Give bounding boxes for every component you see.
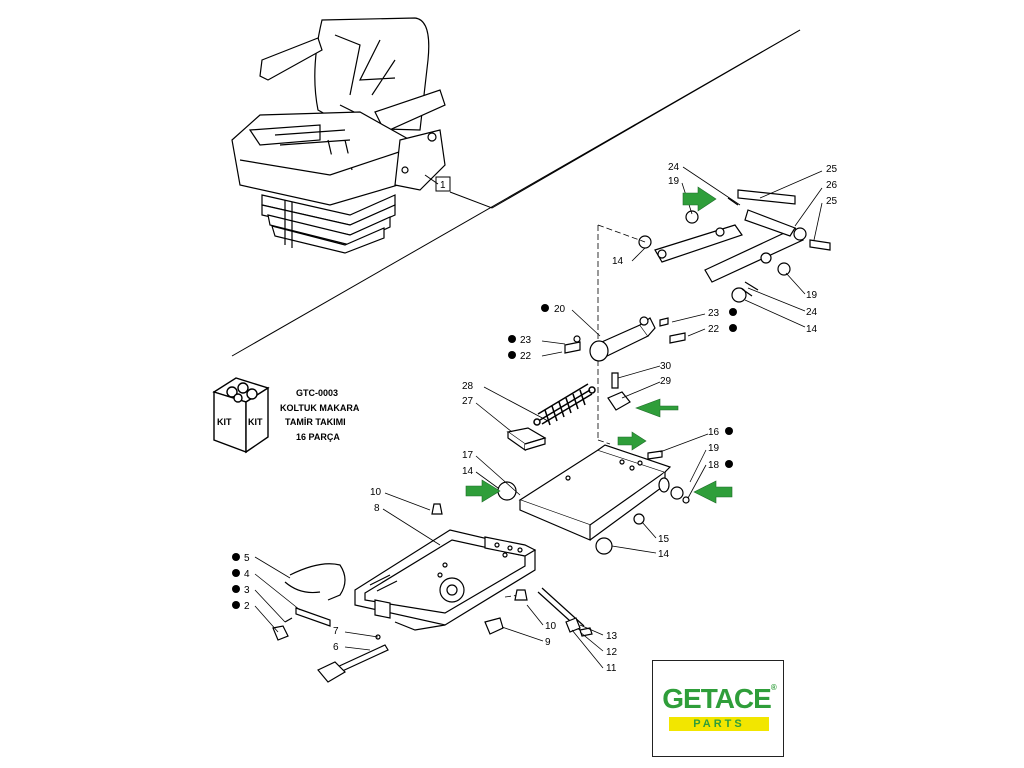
arrow-icon: [617, 431, 647, 451]
callout-22: 22: [520, 351, 532, 362]
callout-2: 2: [244, 601, 250, 612]
callout-19: 19: [708, 443, 720, 454]
callout-25: 25: [826, 196, 838, 207]
kit-line-3: 16 PARÇA: [296, 432, 340, 442]
callout-1: 1: [440, 180, 446, 191]
callout-14: 14: [658, 549, 670, 560]
arrow-icon: [465, 479, 501, 503]
kit-badge-right: KIT: [248, 417, 263, 427]
getace-logo: GETACE® PARTS: [652, 660, 784, 757]
damper: [564, 316, 686, 362]
callout-15: 15: [658, 534, 670, 545]
callout-28: 28: [462, 381, 474, 392]
callout-25: 25: [826, 164, 838, 175]
carriage: [497, 444, 690, 555]
callout-14: 14: [806, 324, 818, 335]
cable: [272, 563, 346, 641]
leader-lines: [254, 166, 823, 669]
callout-14: 14: [462, 466, 474, 477]
callout-10: 10: [370, 487, 382, 498]
arrow-icon: [693, 480, 733, 504]
callout-11: 11: [606, 663, 617, 674]
logo-subtitle: PARTS: [669, 717, 769, 731]
callout-29: 29: [660, 376, 672, 387]
arrow-icon: [682, 186, 717, 212]
callout-labels: 24 19 25 26 25 14 19 24 14 20 23 22 23 2…: [244, 162, 838, 674]
kit-box-icon: [212, 377, 270, 454]
callout-30: 30: [660, 361, 672, 372]
callout-27: 27: [462, 396, 474, 407]
callout-5: 5: [244, 553, 250, 564]
callout-24: 24: [668, 162, 680, 173]
callout-14: 14: [612, 256, 624, 267]
registered-mark: ®: [770, 683, 777, 692]
callout-3: 3: [244, 585, 250, 596]
seat-illustration: [231, 17, 446, 254]
kit-line-2: TAMİR TAKIMI: [285, 417, 346, 427]
callout-19: 19: [668, 176, 680, 187]
kit-line-1: KOLTUK MAKARA: [280, 403, 360, 413]
callout-18: 18: [708, 460, 720, 471]
callout-23: 23: [708, 308, 720, 319]
callout-12: 12: [606, 647, 618, 658]
highlight-arrows: [465, 186, 733, 504]
callout-19: 19: [806, 290, 818, 301]
callout-10: 10: [545, 621, 557, 632]
callout-26: 26: [826, 180, 838, 191]
logo-wordmark: GETACE®: [661, 683, 777, 715]
callout-13: 13: [606, 631, 618, 642]
callout-22: 22: [708, 324, 720, 335]
callout-8: 8: [374, 503, 380, 514]
base-frame: [354, 503, 593, 637]
logo-main-text: GETACE: [662, 683, 772, 714]
callout-7: 7: [333, 626, 339, 637]
kit-badge-left: KIT: [217, 417, 232, 427]
screw-and-nut: [607, 372, 631, 411]
callout-9: 9: [545, 637, 551, 648]
arrow-icon: [635, 398, 679, 418]
callout-6: 6: [333, 642, 339, 653]
slider-plate: [506, 427, 547, 452]
callout-16: 16: [708, 427, 720, 438]
bullets: [232, 304, 737, 609]
leader-1: [424, 29, 801, 209]
callout-17: 17: [462, 450, 474, 461]
scissor-arm: [638, 189, 831, 303]
kit-code: GTC-0003: [296, 388, 338, 398]
spring: [533, 383, 596, 426]
callout-23: 23: [520, 335, 532, 346]
lever-handle: [317, 634, 389, 683]
callout-4: 4: [244, 569, 250, 580]
callout-24: 24: [806, 307, 818, 318]
reference-box: [435, 176, 451, 192]
callout-20: 20: [554, 304, 566, 315]
